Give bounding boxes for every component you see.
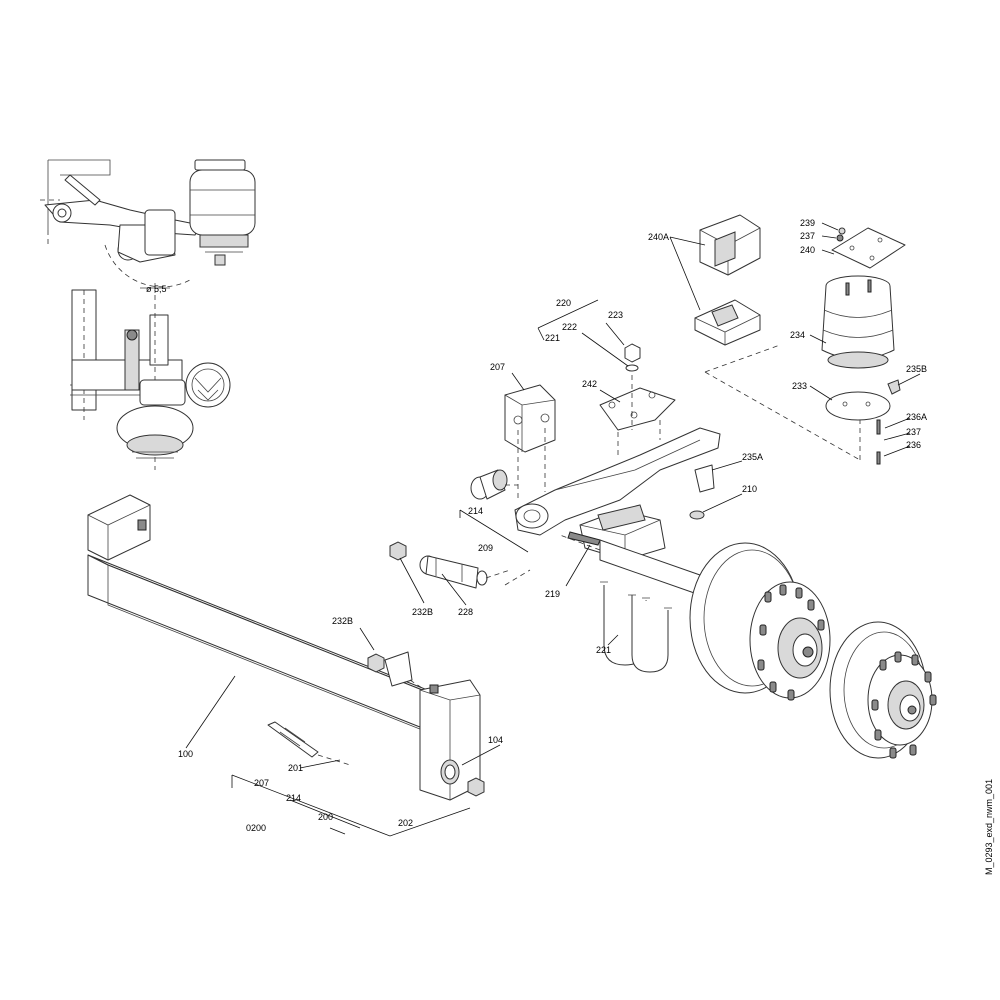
callout-201: 201 [288,763,303,773]
callout-207-top: 207 [490,362,505,372]
callout-209: 209 [478,543,493,553]
washer-237 [836,234,844,242]
nut-223 [624,343,641,363]
callout-232B-upper: 232B [412,607,433,617]
callout-240A: 240A [648,232,669,242]
bolt-236A [876,419,881,435]
callout-214-top: 214 [468,506,483,516]
callout-239: 239 [800,218,815,228]
leader-lines [185,222,921,837]
callout-220: 220 [556,298,571,308]
callout-221-bottom: 221 [596,645,611,655]
callout-233: 233 [792,381,807,391]
callout-labels: 239 237 240 240A 234 235B 233 236A 237 2… [178,218,927,833]
top-plate-240 [831,227,906,269]
callout-214-bottom: 214 [286,793,301,803]
trailing-arm-assembly [514,343,721,561]
callout-202: 202 [398,818,413,828]
air-spring-assembly [704,227,906,465]
bolt-235A [694,464,715,493]
callout-236: 236 [906,440,921,450]
callout-104: 104 [488,735,503,745]
callout-228: 228 [458,607,473,617]
wheel-studs-inner [757,584,825,701]
drawing-code: M_0293_exd_nwm_001 [984,779,994,875]
brackets-240A [694,214,761,346]
nut-239 [838,227,846,235]
callout-219: 219 [545,589,560,599]
bolt-201 [267,721,319,758]
callout-207-bottom: 207 [254,778,269,788]
top-plate-242 [599,387,676,431]
callout-223: 223 [608,310,623,320]
callout-222: 222 [562,322,577,332]
callout-234: 234 [790,330,805,340]
bushing-214 [470,469,518,500]
callout-0200: 0200 [246,823,266,833]
wheel-studs-outer [871,651,937,759]
detail-front-view: ø 5,5 [70,283,231,470]
piston-233 [825,391,891,421]
callout-221-top: 221 [545,333,560,343]
callout-232B-lower: 232B [332,616,353,626]
cross-beam-100 [87,494,485,801]
nut-104 [467,777,485,797]
hanger-bracket-207 [504,384,556,500]
detail-side-view [40,159,256,288]
callout-236A: 236A [906,412,927,422]
callout-237-top: 237 [800,231,815,241]
callout-100: 100 [178,749,193,759]
callout-200: 200 [318,812,333,822]
washer-210 [689,510,705,520]
axle-and-hubs [559,534,937,759]
callout-242: 242 [582,379,597,389]
u-bolts-221 [600,581,672,673]
nut-232B-upper [389,541,407,561]
washer-222 [625,364,639,372]
nut-235B [887,379,901,395]
callout-240: 240 [800,245,815,255]
detail-dimension-label: ø 5,5 [146,284,167,294]
callout-235A: 235A [742,452,763,462]
bushing-232B [384,651,413,687]
callout-210: 210 [742,484,757,494]
bolt-236 [876,451,881,465]
callout-235B: 235B [906,364,927,374]
shock-absorber-228 [419,555,531,589]
callout-237-bottom: 237 [906,427,921,437]
